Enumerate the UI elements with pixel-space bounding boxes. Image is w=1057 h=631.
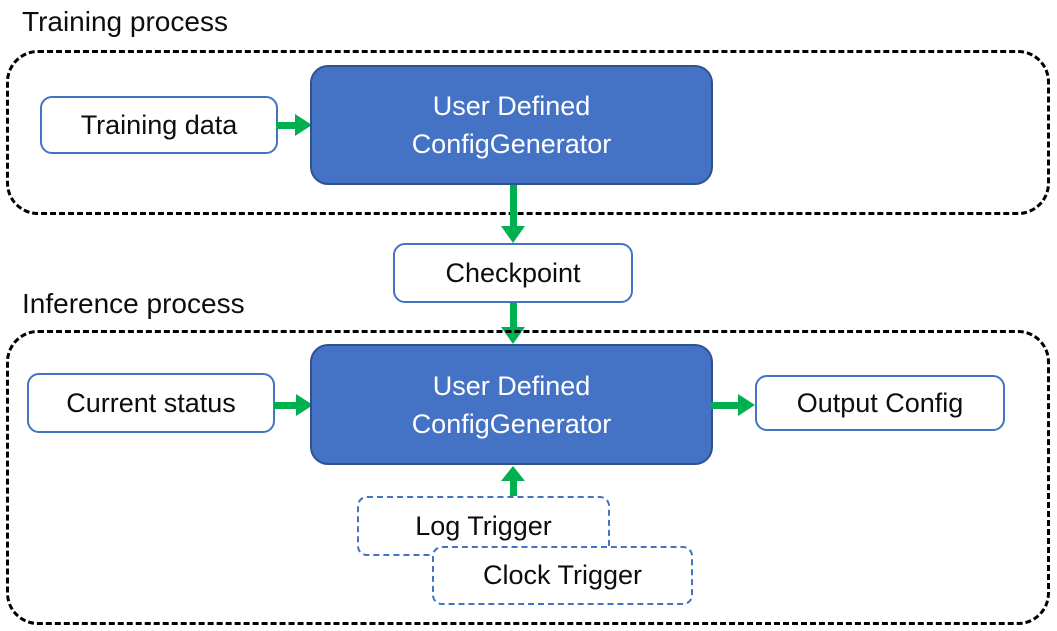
- arrow-triggers-to-generator: [501, 466, 525, 497]
- training-process-label: Training process: [22, 6, 228, 37]
- generator-label-line1: User Defined: [432, 91, 591, 121]
- arrow-shaft: [276, 121, 295, 129]
- arrow-head-icon: [501, 226, 525, 243]
- generator-label-line2: ConfigGenerator: [411, 408, 612, 439]
- checkpoint-node: Checkpoint: [393, 243, 633, 303]
- arrow-head-icon: [738, 394, 755, 416]
- output-config-node: Output Config: [755, 375, 1005, 431]
- clock-trigger-node: Clock Trigger: [432, 546, 693, 605]
- generator-label-line1: User Defined: [432, 370, 591, 401]
- generator-label-line2: ConfigGenerator: [411, 129, 612, 159]
- current-status-node: Current status: [27, 373, 275, 433]
- inference-config-generator-node: User Defined ConfigGenerator: [310, 344, 713, 465]
- arrow-shaft: [509, 185, 517, 226]
- inference-process-container: [6, 330, 1050, 625]
- arrow-head-icon: [295, 114, 312, 136]
- arrow-training-data-to-generator: [276, 114, 312, 136]
- arrow-shaft: [509, 481, 517, 497]
- arrow-generator-to-output-config: [711, 394, 755, 416]
- training-process-container: [6, 50, 1050, 215]
- training-data-node: Training data: [40, 96, 278, 154]
- arrow-shaft: [509, 303, 517, 327]
- arrow-generator-to-checkpoint: [501, 185, 525, 243]
- inference-process-label: Inference process: [22, 288, 245, 319]
- arrow-shaft: [273, 401, 296, 409]
- arrow-shaft: [711, 401, 738, 409]
- training-config-generator-node: User Defined ConfigGenerator: [310, 65, 713, 185]
- arrow-head-icon: [296, 394, 313, 416]
- arrow-current-status-to-generator: [273, 394, 313, 416]
- arrow-head-icon: [501, 466, 525, 481]
